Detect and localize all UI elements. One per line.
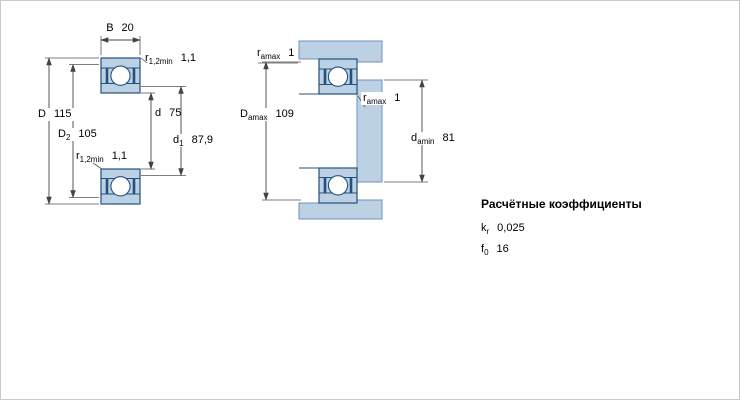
right-view [258,40,428,220]
dim-d1-lines [141,85,186,177]
leader-r12-top [140,57,148,64]
ball [327,175,349,196]
ball [110,65,131,86]
bearing-section-top [100,57,141,94]
dim-d-lines [141,92,155,170]
dim-da-lines [384,79,428,183]
bearing-section-bottom [318,167,358,204]
bearing-section-top [318,58,358,95]
dim-D-lines [45,57,99,205]
bearing-section-bottom [100,168,141,205]
ball [110,176,131,197]
ball [327,66,349,87]
left-view [45,36,186,205]
leader-r12-bottom [92,162,102,169]
factors-title: Расчётные коэффициенты [481,197,642,211]
dim-Da-lines [262,61,301,201]
dim-B-lines [100,36,141,55]
